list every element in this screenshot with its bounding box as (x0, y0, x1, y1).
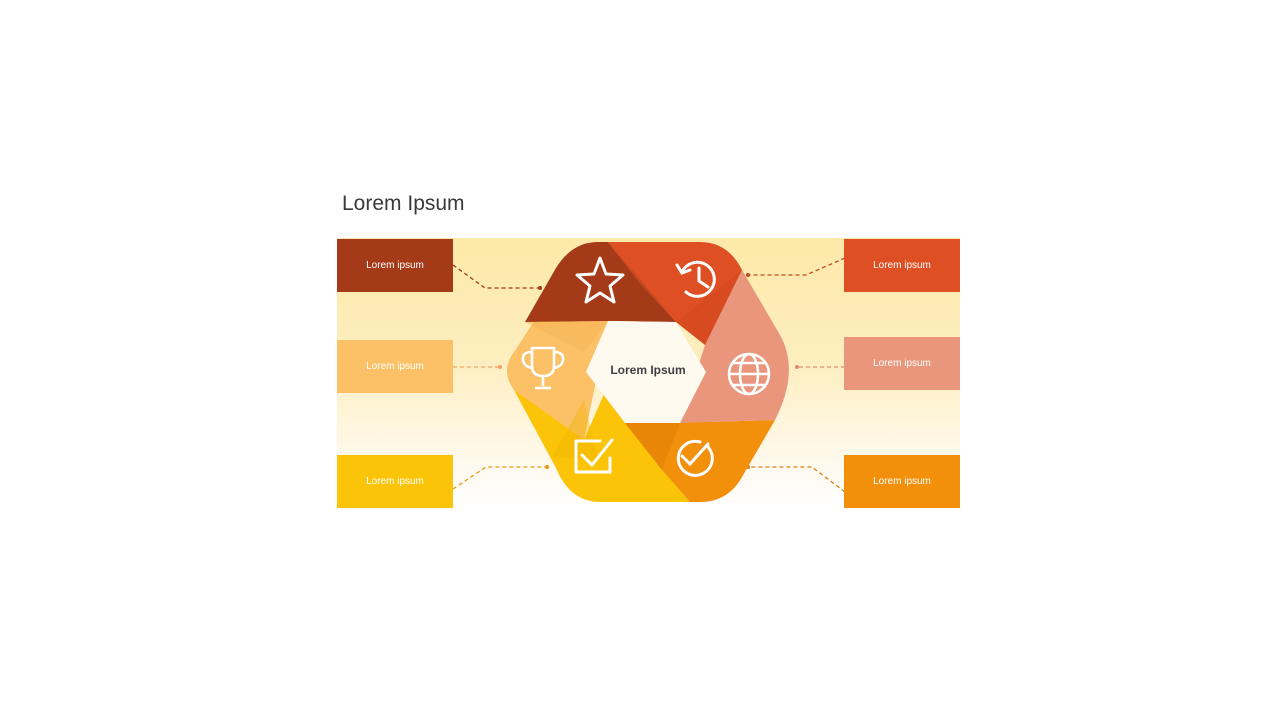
label-box-top-right: Lorem ipsum (844, 239, 960, 292)
label-text: Lorem ipsum (873, 260, 931, 271)
label-box-top-left: Lorem ipsum (337, 239, 453, 292)
label-box-middle-left: Lorem ipsum (337, 340, 453, 393)
label-text: Lorem ipsum (366, 476, 424, 487)
check-circle-icon (676, 439, 714, 477)
label-box-bottom-left: Lorem ipsum (337, 455, 453, 508)
slide-title: Lorem Ipsum (342, 192, 465, 215)
cycle-diagram (452, 242, 846, 502)
globe-icon (727, 352, 771, 396)
star-icon (575, 256, 625, 304)
trophy-icon (521, 346, 565, 390)
center-hexagon (586, 321, 706, 423)
label-text: Lorem ipsum (873, 358, 931, 369)
segment-check-circle (625, 420, 775, 502)
center-label: Lorem Ipsum (610, 363, 686, 377)
label-box-bottom-right: Lorem ipsum (844, 455, 960, 508)
label-text: Lorem ipsum (366, 361, 424, 372)
connector-bottom-right (748, 466, 846, 493)
segment-checkbox (514, 380, 690, 502)
connector-bottom-left (452, 466, 547, 490)
connector-top-right (748, 257, 846, 276)
connector-top-left (452, 264, 540, 289)
segment-star (525, 242, 676, 322)
history-icon (675, 260, 716, 298)
label-box-middle-right: Lorem ipsum (844, 337, 960, 390)
label-text: Lorem ipsum (873, 476, 931, 487)
checkbox-icon (574, 438, 614, 474)
label-text: Lorem ipsum (366, 260, 424, 271)
